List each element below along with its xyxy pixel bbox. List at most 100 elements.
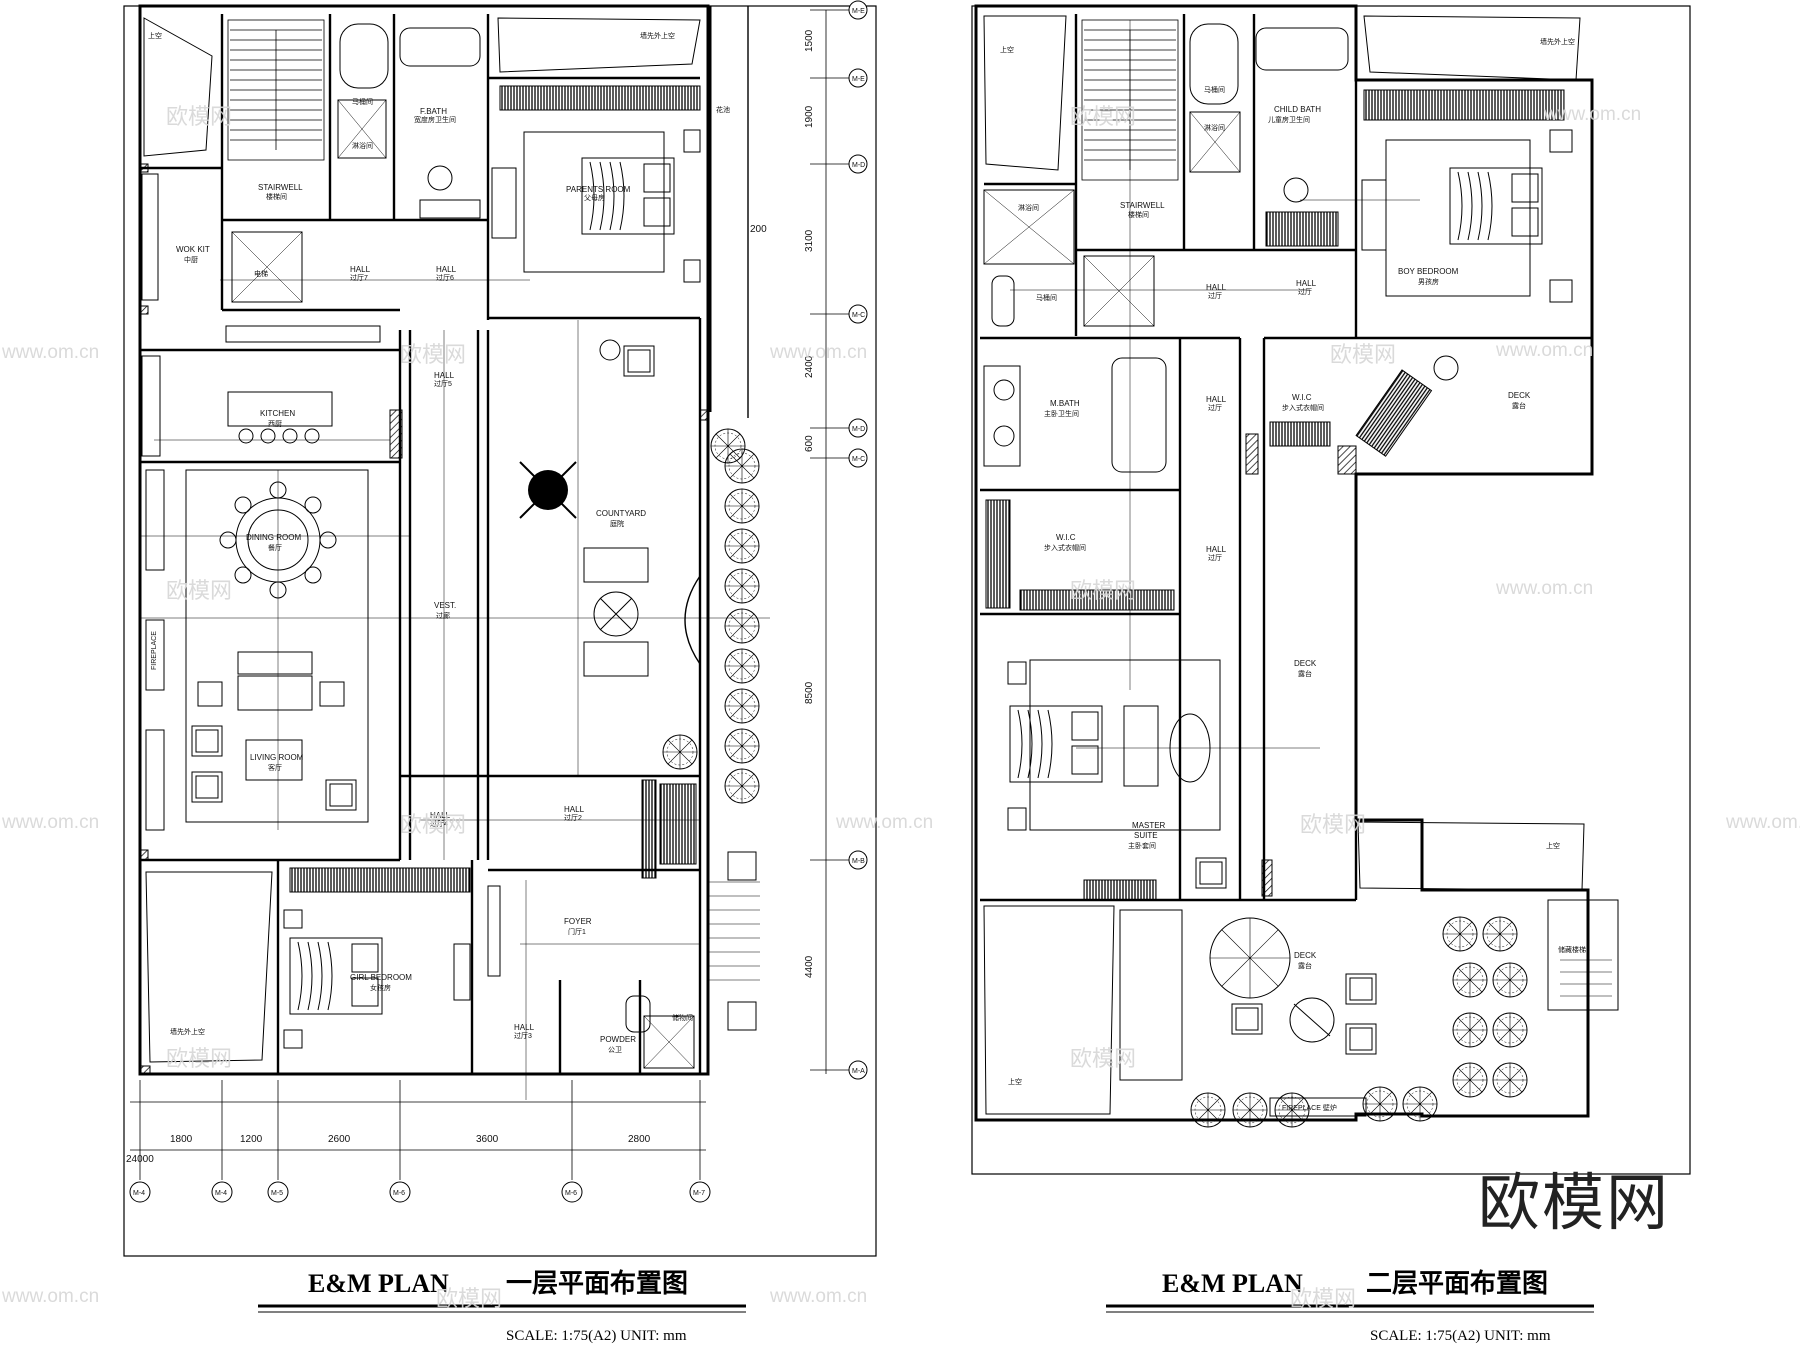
watermark-url: www.om.cn	[769, 1286, 867, 1307]
room-label: HALL	[430, 811, 451, 820]
room-label: BOY BEDROOM	[1398, 267, 1459, 276]
watermark-url: www.om.cn	[1495, 340, 1593, 361]
room-label-cn: 中厨	[184, 255, 198, 264]
watermark-brand: 欧模网	[400, 342, 466, 367]
void-label: 上空	[1008, 1077, 1022, 1086]
watermark-brand: 欧模网	[1070, 1046, 1136, 1071]
room-label: WOK KIT	[176, 245, 210, 254]
watermark-url: www.om.cn	[769, 342, 867, 363]
room-label: POWDER	[600, 1035, 636, 1044]
axis-label: M-7	[693, 1190, 705, 1197]
watermark-brand: 欧模网	[166, 578, 232, 603]
room-label-cn: 女孩房	[370, 983, 391, 992]
room-label: HALL	[434, 371, 455, 380]
room-label-cn: 宽度房卫生间	[414, 115, 456, 124]
watermark-url: www.om.cn	[1543, 104, 1641, 125]
room-label: DINING ROOM	[246, 533, 301, 542]
room-label: DECK	[1294, 951, 1317, 960]
watermark-url: www.om.cn	[1, 342, 99, 363]
watermark-url: www.om.cn	[1, 812, 99, 833]
plan-title-cn: 二层平面布置图	[1366, 1269, 1548, 1298]
axis-label: M-6	[565, 1190, 577, 1197]
dimension-label: 2800	[628, 1134, 651, 1145]
dimension-label: 4400	[804, 955, 815, 978]
room-label: HALL	[1206, 545, 1227, 554]
axis-label: M-D	[852, 426, 865, 433]
axis-label: M-6	[393, 1190, 405, 1197]
room-label-cn: 楼梯间	[266, 192, 287, 201]
room-label-cn: 餐厅	[268, 543, 282, 552]
dimension-label: 3100	[804, 229, 815, 252]
axis-label: M-4	[133, 1190, 145, 1197]
room-label: M.BATH	[1050, 399, 1080, 408]
room-label-cn: 花池	[716, 105, 730, 114]
axis-label: M-E	[852, 76, 865, 83]
room-label-cn: 庭院	[610, 519, 624, 528]
plan-title: E&M PLAN	[1162, 1269, 1303, 1298]
watermark-brand: 欧模网	[1330, 342, 1396, 367]
plan-scale: SCALE: 1:75(A2) UNIT: mm	[506, 1328, 687, 1344]
void-label: 墙先外上空	[170, 1027, 205, 1036]
dimension-total: 24000	[126, 1154, 154, 1165]
room-label-cn: 过厅	[1208, 553, 1222, 562]
room-label-cn: 过厅4	[430, 819, 448, 828]
plan2-labels: 上空 墙先外上空 马桶间 CHILD BATH 儿童房卫生间 淋浴间 STAIR…	[1000, 37, 1586, 1344]
brand-watermark: 欧模网	[1478, 1166, 1671, 1239]
room-label: HALL	[1206, 283, 1227, 292]
watermark-url: www.om.cn	[1495, 578, 1593, 599]
second-floor-plan	[971, 4, 1691, 1313]
axis-label: M-D	[852, 162, 865, 169]
dimension-label: 200	[750, 224, 767, 235]
room-label: CHILD BATH	[1274, 105, 1321, 114]
plan-title: E&M PLAN	[308, 1269, 449, 1298]
room-label-cn: 过廊	[436, 611, 450, 620]
room-label-cn: 过厅3	[514, 1031, 532, 1040]
watermark-brand: 欧模网	[400, 812, 466, 837]
room-label-cn: 马桶间	[1036, 293, 1057, 302]
watermark-url: www.om.cn	[835, 812, 933, 833]
room-label: STAIRWELL	[258, 183, 303, 192]
dimension-label: 8500	[804, 681, 815, 704]
room-label: FOYER	[564, 917, 592, 926]
room-label-cn: 过厅	[1208, 403, 1222, 412]
room-label: HALL	[564, 805, 585, 814]
room-label-cn: 露台	[1298, 669, 1312, 678]
watermark-url: www.om.cn	[1, 1286, 99, 1307]
room-label: KITCHEN	[260, 409, 295, 418]
watermark-brand: 欧模网	[166, 1046, 232, 1071]
room-label-cn: 步入式衣帽间	[1044, 543, 1086, 552]
room-label-cn: 露台	[1512, 401, 1526, 410]
room-label-cn: 过厅5	[434, 379, 452, 388]
dimension-label: 2400	[804, 355, 815, 378]
plan1-labels: 上空 墙先外上空 F.BATH 宽度房卫生间 马桶间 淋浴间 STAIRWELL…	[126, 8, 865, 1344]
room-label-cn: 过厅	[1298, 287, 1312, 296]
watermark-layer: www.om.cn www.om.cn www.om.cn www.om.cn …	[1, 104, 1800, 1311]
room-label-cn: 主卧卫生间	[1044, 409, 1079, 418]
fireplace-label: FIREPLACE 壁炉	[1282, 1103, 1337, 1112]
dimension-label: 1200	[240, 1134, 263, 1145]
watermark-brand: 欧模网	[166, 104, 232, 129]
void-label: 上空	[1546, 841, 1560, 850]
room-label: DECK	[1294, 659, 1317, 668]
axis-label: M-C	[852, 456, 865, 463]
dimension-label: 1500	[804, 29, 815, 52]
watermark-brand: 欧模网	[1300, 812, 1366, 837]
room-label-cn: 楼梯间	[1128, 210, 1149, 219]
room-label: HALL	[1206, 395, 1227, 404]
room-label-cn: 过厅6	[436, 273, 454, 282]
room-label-cn: 露台	[1298, 961, 1312, 970]
dimension-label: 600	[804, 435, 815, 452]
void-label: 上空	[148, 31, 162, 40]
room-label: PARENTS ROOM	[566, 185, 631, 194]
room-label-cn: 西厨	[268, 420, 282, 428]
axis-label: M-5	[271, 1190, 283, 1197]
room-label-cn: 马桶间	[1204, 85, 1225, 94]
axis-label: M-A	[852, 1068, 865, 1075]
dimension-label: 1900	[804, 105, 815, 128]
room-label-cn: 儿童房卫生间	[1268, 115, 1310, 124]
watermark-url: www.om.cn	[1725, 812, 1800, 833]
room-label-cn: 马桶间	[352, 97, 373, 106]
first-floor-plan	[123, 0, 877, 1313]
room-label: MASTER	[1132, 821, 1166, 830]
